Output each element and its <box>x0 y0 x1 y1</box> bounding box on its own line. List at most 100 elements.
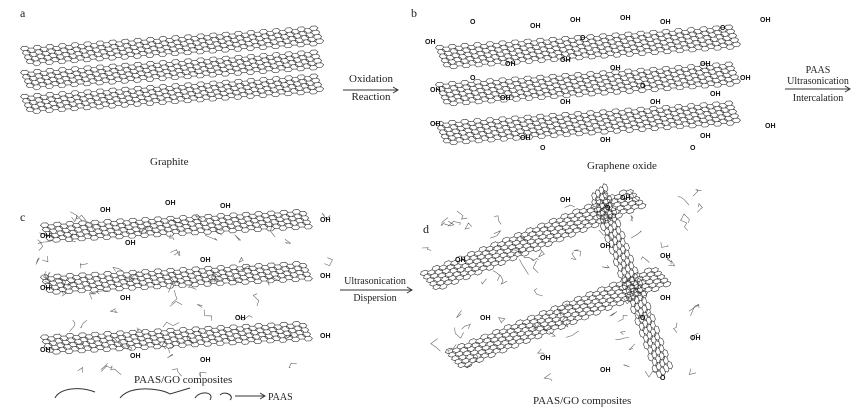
oxygen-label: O <box>690 145 696 152</box>
oh-group-label: OH <box>560 99 571 106</box>
oh-group-label: OH <box>520 135 531 142</box>
oxidation-arrow-label: Oxidation Reaction <box>343 73 399 103</box>
oh-group-label: OH <box>660 19 671 26</box>
panel-a-letter: a <box>20 6 26 20</box>
oh-group-label: OH <box>320 217 331 224</box>
graphene-oxide-layer <box>434 100 741 146</box>
arrow-text: Oxidation <box>349 73 393 85</box>
oh-group-label: OH <box>220 203 231 210</box>
oxygen-label: O <box>470 19 476 26</box>
dispersion-arrow <box>340 286 413 294</box>
oxygen-label: O <box>640 315 646 322</box>
panel-b-letter: b <box>411 6 417 20</box>
paas-go-caption: PAAS/GO composites <box>134 374 233 386</box>
oxygen-label: O <box>470 75 476 82</box>
oh-group-label: OH <box>560 197 571 204</box>
arrow-text: PAAS <box>805 65 831 76</box>
oh-group-label: OH <box>120 295 131 302</box>
graphene-oxide-layer <box>40 321 313 355</box>
oh-group-label: OH <box>760 17 771 24</box>
oxygen-label: O <box>540 145 546 152</box>
arrow-text: Ultrasonication <box>787 76 849 87</box>
hexagon-lattice <box>434 24 741 70</box>
oh-group-label: OH <box>650 99 661 106</box>
oxygen-label: O <box>580 35 586 42</box>
hexagon-lattice <box>40 209 313 243</box>
oh-group-label: OH <box>430 121 441 128</box>
oh-group-label: OH <box>505 61 516 68</box>
oh-group-label: OH <box>620 195 631 202</box>
graphene-oxide-caption: Graphene oxide <box>587 160 657 172</box>
oxygen-label: O <box>605 205 611 212</box>
oh-group-label: OH <box>700 133 711 140</box>
arrow-text: Ultrasonication <box>344 276 406 287</box>
oh-group-label: OH <box>740 75 751 82</box>
oh-group-label: OH <box>480 315 491 322</box>
hexagon-lattice <box>40 321 313 355</box>
arrow-text: Dispersion <box>353 293 397 304</box>
oh-group-label: OH <box>235 315 246 322</box>
oh-group-label: OH <box>600 137 611 144</box>
hexagon-lattice <box>20 25 325 66</box>
oxidation-arrow <box>343 86 399 94</box>
oh-group-label: OH <box>130 353 141 360</box>
graphene-oxide-layer <box>40 209 313 243</box>
oh-group-label: OH <box>540 355 551 362</box>
oh-group-label: OH <box>620 15 631 22</box>
oh-group-label: OH <box>500 95 511 102</box>
oh-group-label: OH <box>320 333 331 340</box>
oh-group-label: OH <box>100 207 111 214</box>
oh-group-label: OH <box>40 233 51 240</box>
oh-group-label: OH <box>455 257 466 264</box>
hexagon-lattice <box>434 61 741 107</box>
oh-group-label: OH <box>165 200 176 207</box>
intercalation-arrow <box>785 85 851 93</box>
paas-legend-label: PAAS <box>268 392 293 403</box>
graphene-oxide-layer <box>591 183 673 379</box>
oh-group-label: OH <box>710 91 721 98</box>
paas-legend-arrow <box>235 392 266 400</box>
arrow-text: Reaction <box>351 91 391 103</box>
graphene-oxide-layer <box>434 61 741 107</box>
oh-group-label: OH <box>430 87 441 94</box>
hexagon-lattice <box>419 189 647 290</box>
hexagon-lattice <box>40 261 313 295</box>
oxygen-label: O <box>660 375 666 382</box>
hexagon-lattice <box>434 100 741 146</box>
paas-legend-sample <box>54 387 232 401</box>
hexagon-lattice <box>591 183 673 379</box>
oh-group-label: OH <box>40 285 51 292</box>
hexagon-lattice <box>20 73 325 114</box>
oh-group-label: OH <box>530 23 541 30</box>
oh-group-label: OH <box>610 65 621 72</box>
graphene-oxide-layer <box>434 24 741 70</box>
dispersion-arrow-label: Ultrasonication Dispersion <box>337 276 413 304</box>
oh-group-label: OH <box>690 335 701 342</box>
intercalation-arrow-label: PAAS Ultrasonication Intercalation <box>783 65 853 104</box>
panel-c-letter: c <box>20 210 26 224</box>
graphite-layer <box>20 25 325 66</box>
oh-group-label: OH <box>560 57 571 64</box>
oh-group-label: OH <box>570 17 581 24</box>
paas-go-caption-d: PAAS/GO composites <box>533 395 632 407</box>
hexagon-lattice <box>444 267 672 368</box>
graphite-layer <box>20 73 325 114</box>
graphene-oxide-layer <box>419 189 647 290</box>
oh-group-label: OH <box>660 253 671 260</box>
oh-group-label: OH <box>425 39 436 46</box>
hexagon-lattice <box>20 49 325 90</box>
oh-group-label: OH <box>40 347 51 354</box>
oh-group-label: OH <box>200 357 211 364</box>
graphene-oxide-layer <box>444 267 672 368</box>
oh-group-label: OH <box>660 295 671 302</box>
oh-group-label: OH <box>765 123 776 130</box>
oh-group-label: OH <box>200 257 211 264</box>
panel-d-letter: d <box>423 222 429 236</box>
graphite-layer <box>20 49 325 90</box>
oxygen-label: O <box>720 25 726 32</box>
graphite-caption: Graphite <box>150 156 189 168</box>
graphene-oxide-layer <box>40 261 313 295</box>
oh-group-label: OH <box>600 367 611 374</box>
oh-group-label: OH <box>125 240 136 247</box>
